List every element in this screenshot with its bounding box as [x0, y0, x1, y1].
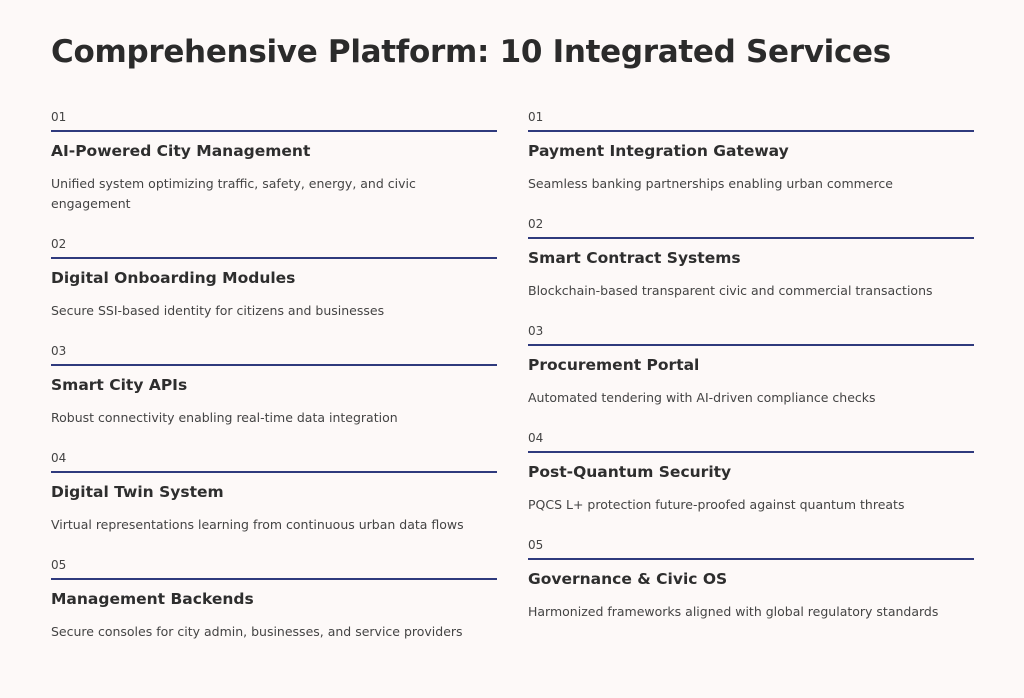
service-number: 01	[51, 110, 67, 124]
service-number: 05	[51, 558, 67, 572]
service-number: 05	[528, 538, 544, 552]
service-number: 03	[51, 344, 67, 358]
divider	[528, 130, 974, 132]
service-description: Secure consoles for city admin, business…	[51, 624, 463, 639]
service-description: Virtual representations learning from co…	[51, 517, 464, 532]
service-number: 02	[528, 217, 544, 231]
service-number: 03	[528, 324, 544, 338]
service-heading: Management Backends	[51, 590, 254, 608]
service-heading: Smart City APIs	[51, 376, 188, 394]
service-number: 02	[51, 237, 67, 251]
divider	[528, 451, 974, 453]
service-heading: Post-Quantum Security	[528, 463, 732, 481]
divider	[51, 130, 497, 132]
service-number: 01	[528, 110, 544, 124]
divider	[528, 558, 974, 560]
service-heading: Payment Integration Gateway	[528, 142, 789, 160]
service-heading: AI-Powered City Management	[51, 142, 311, 160]
divider	[51, 257, 497, 259]
divider	[51, 578, 497, 580]
service-description: Blockchain-based transparent civic and c…	[528, 283, 933, 298]
service-description: Automated tendering with AI-driven compl…	[528, 390, 876, 405]
service-number: 04	[51, 451, 67, 465]
service-description: Robust connectivity enabling real-time d…	[51, 410, 398, 425]
service-heading: Smart Contract Systems	[528, 249, 741, 267]
divider	[51, 364, 497, 366]
service-heading: Digital Onboarding Modules	[51, 269, 296, 287]
divider	[51, 471, 497, 473]
divider	[528, 344, 974, 346]
service-description: Unified system optimizing traffic, safet…	[51, 176, 416, 211]
service-heading: Digital Twin System	[51, 483, 224, 501]
divider	[528, 237, 974, 239]
service-heading: Procurement Portal	[528, 356, 700, 374]
service-description: PQCS L+ protection future-proofed agains…	[528, 497, 905, 512]
service-number: 04	[528, 431, 544, 445]
page-title: Comprehensive Platform: 10 Integrated Se…	[51, 34, 891, 70]
service-description: Secure SSI-based identity for citizens a…	[51, 303, 385, 318]
service-description: Harmonized frameworks aligned with globa…	[528, 604, 939, 619]
service-description: Seamless banking partnerships enabling u…	[528, 176, 893, 191]
service-heading: Governance & Civic OS	[528, 570, 728, 588]
